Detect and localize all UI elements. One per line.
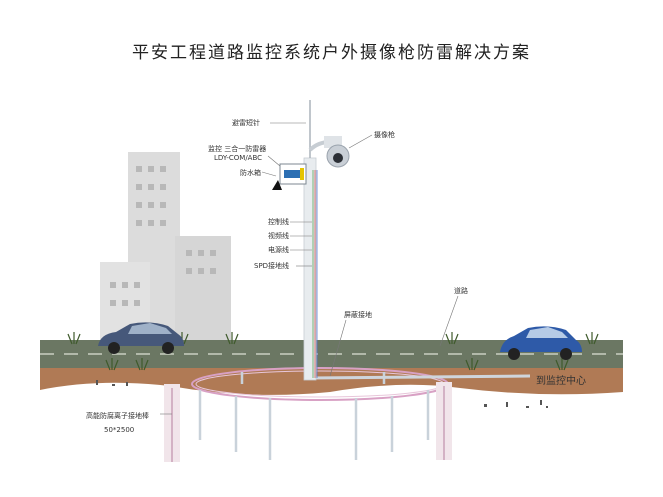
ground-rods bbox=[198, 372, 430, 460]
leader-lines bbox=[160, 122, 459, 415]
car-right bbox=[500, 326, 582, 360]
label-spd-ground-line: SPD接地线 bbox=[254, 262, 290, 270]
label-lightning-rod: 避雷短针 bbox=[232, 119, 260, 127]
ground-rods-outer bbox=[164, 382, 452, 462]
label-ground-rod: 高能防腐离子接地棒 bbox=[86, 412, 149, 420]
car-left bbox=[98, 322, 184, 354]
label-video-line: 视频线 bbox=[268, 232, 289, 240]
waterproof-box bbox=[272, 163, 307, 190]
label-power-line: 电源线 bbox=[268, 246, 289, 254]
soil-layer bbox=[40, 368, 623, 395]
label-shield-ground: 屏蔽接地 bbox=[344, 311, 372, 319]
label-to-center: 到监控中心 bbox=[536, 376, 586, 387]
grass bbox=[67, 332, 599, 371]
buildings bbox=[100, 152, 231, 340]
label-protector-code: LDY-COM/ABC bbox=[214, 154, 263, 162]
label-protector-model: 监控 三合一防雷器 bbox=[208, 145, 267, 153]
diagram-title: 平安工程道路监控系统户外摄像枪防雷解决方案 bbox=[132, 43, 531, 63]
dome-camera bbox=[324, 136, 350, 168]
label-camera: 摄像枪 bbox=[374, 131, 395, 139]
label-ground-rod-size: 50*2500 bbox=[104, 426, 135, 434]
cable-to-center bbox=[309, 374, 531, 380]
label-waterproof-box: 防水箱 bbox=[240, 169, 261, 177]
rocks bbox=[96, 380, 548, 408]
label-road: 道路 bbox=[454, 287, 468, 295]
label-control-line: 控制线 bbox=[268, 218, 289, 226]
camera-pole bbox=[303, 100, 331, 381]
